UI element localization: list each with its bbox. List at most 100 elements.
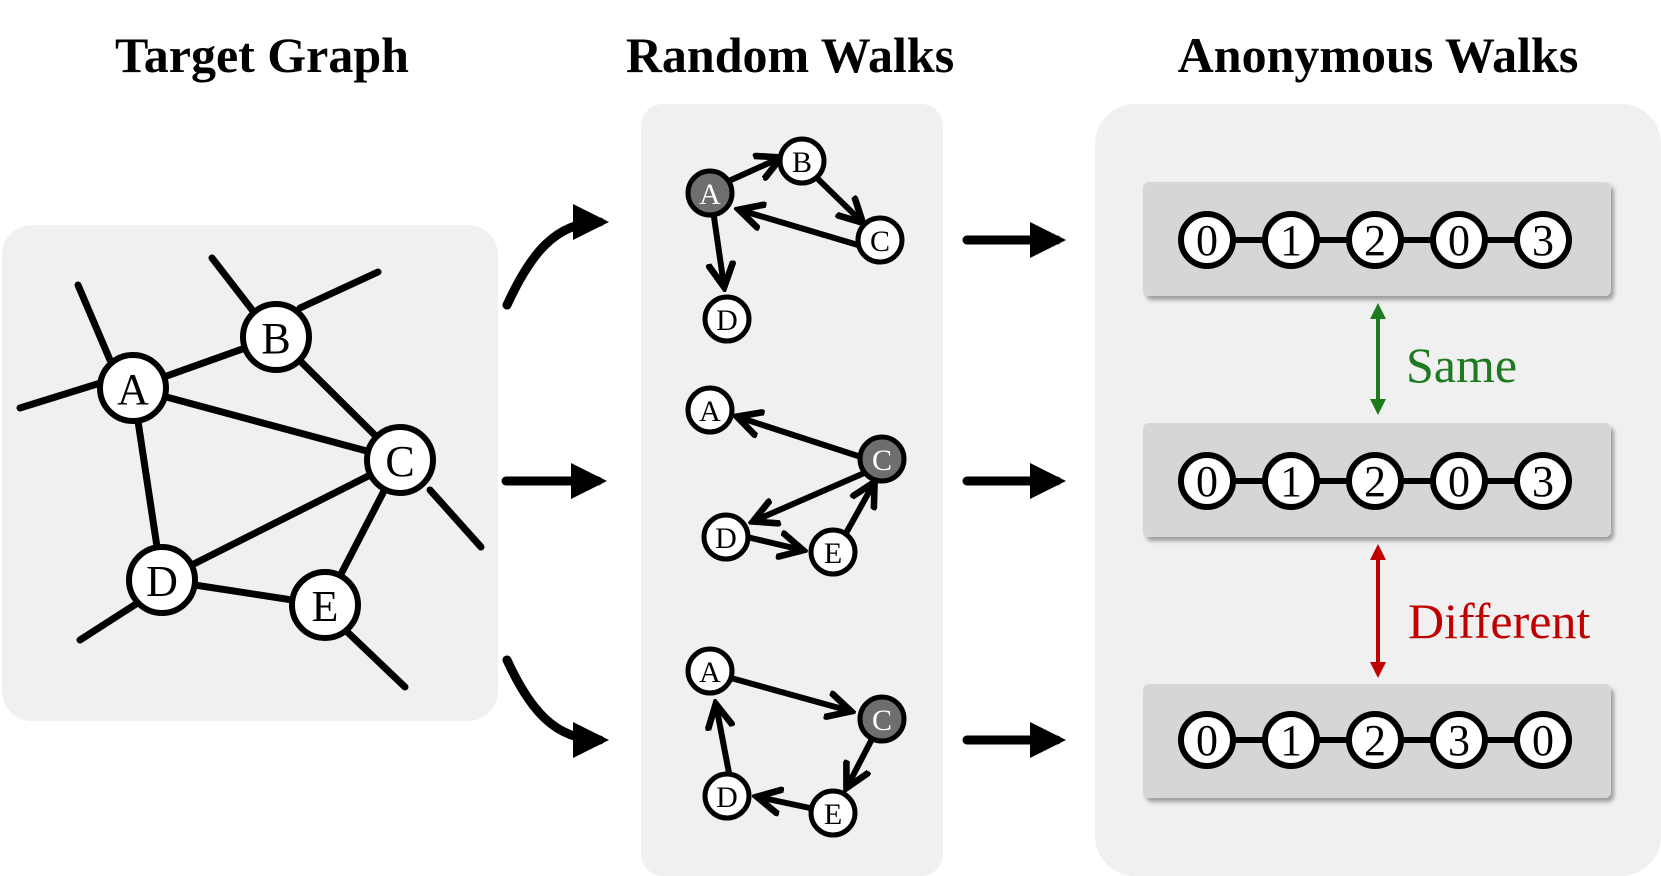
anonymous-walk-node: 2 [1346,211,1404,269]
anonymous-walk-node-label: 2 [1364,216,1386,265]
anonymous-walk-node: 3 [1514,452,1572,510]
anonymous-walk-node-label: 1 [1280,216,1302,265]
random-walk-3: A C D E [685,646,907,838]
anonymous-walk-node-label: 3 [1448,716,1470,765]
anonymous-walk-node: 0 [1178,211,1236,269]
anonymous-walk-node-label: 3 [1532,457,1554,506]
walk-node-label: D [715,522,737,555]
walk-node-label: D [716,304,738,337]
anonymous-walk-node: 0 [1178,452,1236,510]
walk-node-label: E [824,537,842,570]
anonymous-walk-node: 0 [1430,211,1488,269]
walk-node-c: C [857,434,907,484]
walk-edge [842,483,874,538]
anonymous-walk-node-label: 0 [1196,716,1218,765]
random-walk-2: A C D E [685,385,907,577]
walk-edge [847,736,875,787]
anonymous-walk-node: 3 [1430,711,1488,769]
anonymous-walk-node-label: 0 [1196,216,1218,265]
walk-edge [738,417,861,459]
graph-edge-d-c [158,456,404,584]
graph-edge [208,254,264,324]
target-graph-nodes: A B C D E [97,301,436,641]
walk-node-b: B [777,136,827,186]
title-target-graph: Target Graph [115,27,409,83]
walk-node-d: D [702,294,752,344]
same-label: Same [1406,337,1517,393]
walk-edge [754,471,865,521]
graph-edge [74,281,114,364]
anonymous-walk-node: 2 [1346,711,1404,769]
walk-edge [815,176,862,222]
anonymous-walk-node-label: 3 [1532,216,1554,265]
walk-node-label: B [792,146,812,179]
walk-node-c: C [857,694,907,744]
random-walks-panel [641,104,943,876]
graph-node-c: C [364,424,436,496]
sampling-arrow-top [502,204,609,310]
graph-node-d: D [126,544,198,616]
anonymous-walk-node-label: 0 [1448,457,1470,506]
graph-edge [426,486,485,551]
anonymous-walk-node: 3 [1514,211,1572,269]
walk-edge [758,797,813,808]
sampling-arrow-bottom [502,655,609,758]
anonymous-walk-node-label: 0 [1448,216,1470,265]
walk-node-label: C [872,704,892,737]
anonymous-walk-node: 2 [1346,452,1404,510]
walk-node-label: A [699,656,721,689]
different-label: Different [1408,593,1590,649]
sampling-arrows [501,204,609,758]
graph-node-e: E [289,569,361,641]
walk-node-c: C [855,215,905,265]
anonymous-walk-node: 0 [1514,711,1572,769]
walk-edge [740,210,861,248]
graph-node-b: B [240,301,312,373]
walk-node-label: D [716,781,738,814]
anonymous-walk-node: 0 [1178,711,1236,769]
graph-node-label: E [312,582,339,631]
walk-edge [714,214,724,286]
walk-node-d: D [701,512,751,562]
graph-node-label: C [385,437,414,486]
walk-node-label: C [870,225,890,258]
graph-edge-a-c [129,384,404,464]
anonymous-walk-node-label: 0 [1532,716,1554,765]
anonymous-walk-node: 1 [1262,452,1320,510]
target-graph-panel [2,225,498,721]
random-walk-1: A B C D [685,136,905,344]
anonymous-walk-node: 1 [1262,711,1320,769]
walk-node-e: E [808,788,858,838]
walk-edge [716,705,729,776]
walk-node-a: A [685,646,735,696]
anonymous-walk-node-label: 2 [1364,716,1386,765]
title-anonymous-walks: Anonymous Walks [1178,27,1579,83]
walk-node-a: A [685,168,735,218]
walk-edge [728,158,780,183]
walk-node-d: D [702,771,752,821]
walk-node-label: C [872,444,892,477]
anonymous-walk-node-label: 1 [1280,716,1302,765]
walk-node-label: A [699,178,721,211]
anonymous-walk-node-label: 0 [1196,457,1218,506]
walk-node-label: A [699,395,721,428]
title-random-walks: Random Walks [626,27,954,83]
graph-edge [336,621,409,691]
walk-node-a: A [685,385,735,435]
anonymous-walk-node-label: 2 [1364,457,1386,506]
graph-node-label: B [261,314,290,363]
walk-node-e: E [808,527,858,577]
walk-node-label: E [824,798,842,831]
graph-edge [16,376,114,412]
anonymous-walk-3: 0 1 2 3 0 [1178,711,1572,769]
anonymous-walk-node: 0 [1430,452,1488,510]
graph-node-label: D [146,557,178,606]
graph-node-a: A [97,352,169,424]
anonymous-walk-1: 0 1 2 0 3 [1178,211,1572,269]
graph-edge [296,268,382,312]
graph-node-label: A [117,365,149,414]
anonymous-walk-node: 1 [1262,211,1320,269]
